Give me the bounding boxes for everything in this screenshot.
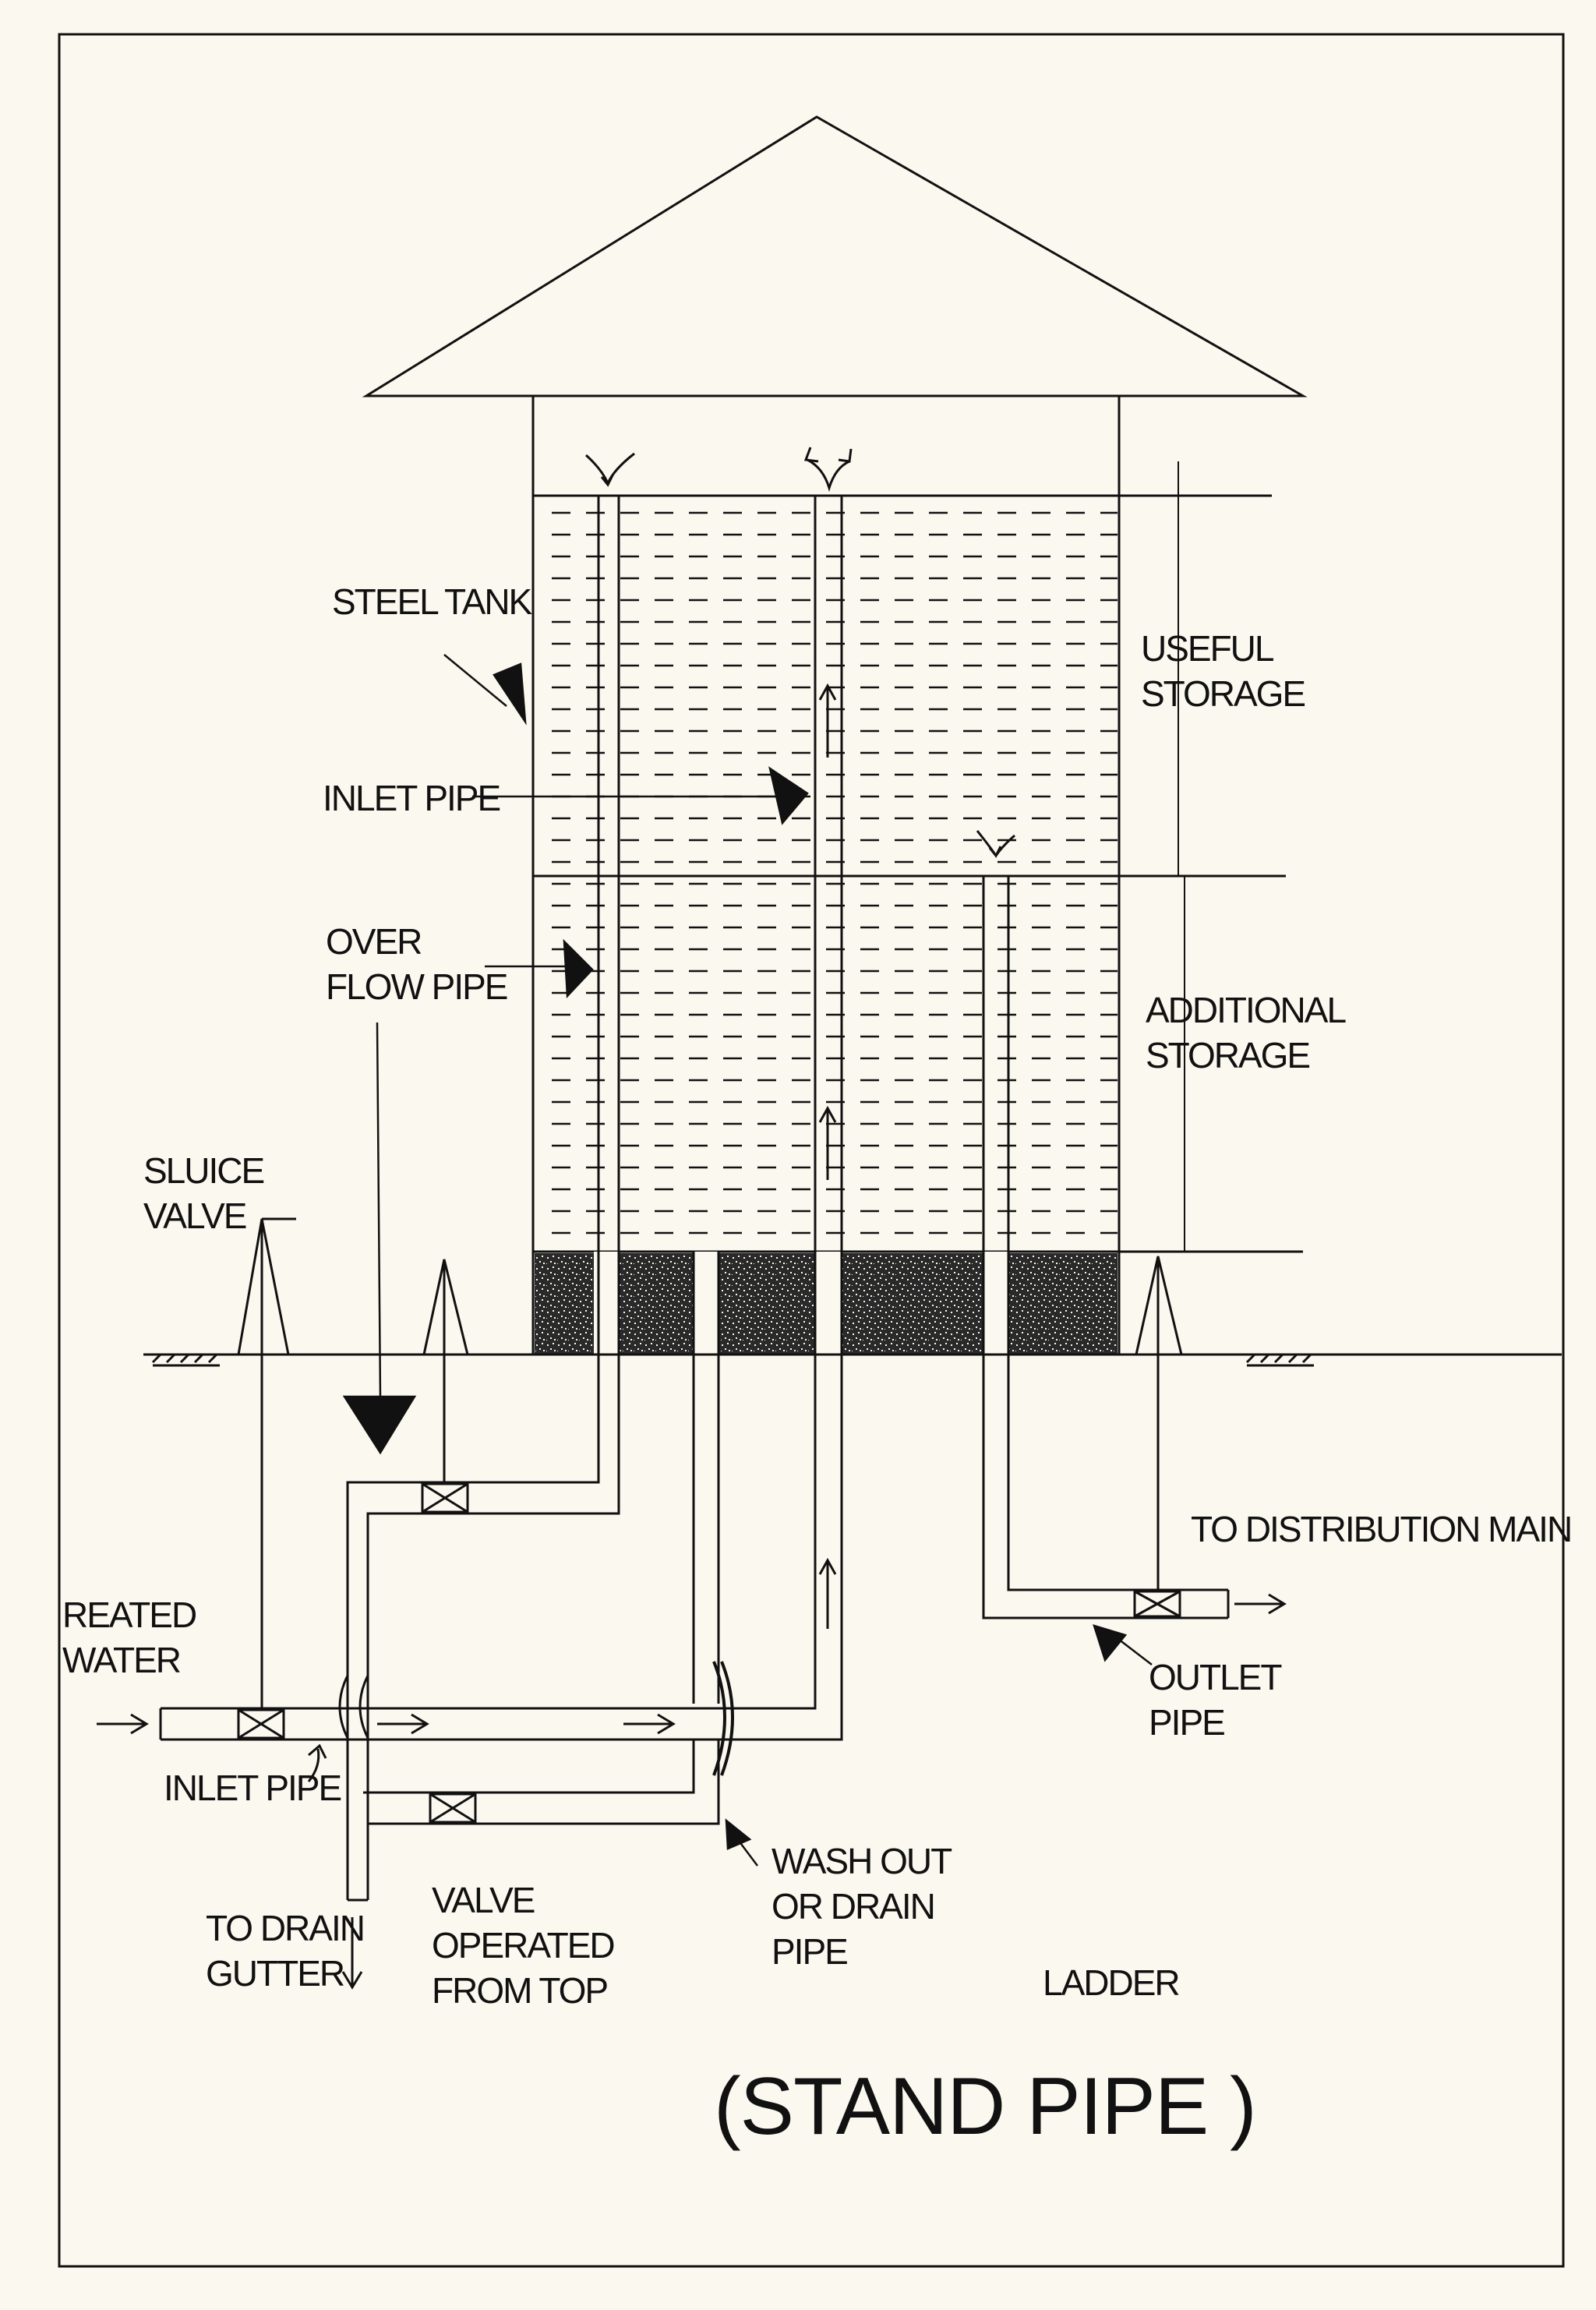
leader-inlet-pipe (472, 766, 809, 825)
flow-arrows (97, 683, 1287, 1990)
label-additional-storage-2: STORAGE (1146, 1035, 1309, 1076)
label-wash-out-1: WASH OUT (772, 1841, 952, 1881)
label-valve-operated-2: OPERATED (432, 1925, 614, 1966)
arrow-up-2 (818, 1105, 837, 1180)
arrow-inlet-2 (623, 1713, 676, 1735)
arrow-up-1 (818, 1557, 837, 1629)
label-inlet-pipe-ground: INLET PIPE (164, 1768, 341, 1808)
label-wash-out-2: OR DRAIN (772, 1886, 934, 1927)
outlet-pipe (982, 876, 1230, 1619)
label-steel-tank: STEEL TANK (332, 581, 533, 622)
washout-flex-joint (712, 1661, 734, 1776)
label-outlet-pipe-1: OUTLET (1149, 1657, 1282, 1697)
label-treated-water-2: WATER (62, 1640, 181, 1680)
arrow-up-3 (818, 683, 837, 758)
leader-outlet-pipe (1093, 1624, 1153, 1665)
inlet-pipe-channel (815, 1252, 842, 1356)
label-overflow-pipe-2: FLOW PIPE (326, 966, 507, 1007)
label-useful-storage-1: USEFUL (1141, 628, 1274, 669)
diagram-title: (STAND PIPE ) (714, 2061, 1256, 2152)
leader-lines (342, 654, 1153, 1867)
label-overflow-pipe-1: OVER (326, 921, 422, 962)
label-useful-storage-2: STORAGE (1141, 673, 1305, 714)
label-wash-out-3: PIPE (772, 1931, 847, 1972)
arrow-treated-water (97, 1713, 149, 1735)
overflow-pipe (346, 496, 620, 1902)
arrow-inlet-1 (377, 1713, 429, 1735)
outlet-pipe-channel (983, 1252, 1008, 1356)
drawing-border (58, 33, 1565, 2268)
label-outlet-pipe-2: PIPE (1149, 1702, 1224, 1743)
label-to-distribution-main: TO DISTRIBUTION MAIN (1191, 1509, 1571, 1549)
label-additional-storage-1: ADDITIONAL (1146, 990, 1346, 1030)
sluice-valve-outlet (1133, 1590, 1181, 1618)
valve-chamber-3 (1135, 1256, 1183, 1591)
leader-washout (725, 1818, 758, 1867)
label-valve-operated-1: VALVE (432, 1880, 535, 1920)
valve-chamber-1 (237, 1217, 296, 1710)
leader-overflow-down (342, 1022, 417, 1455)
overflow-pipe-bend (338, 1675, 369, 1739)
ground-hatch-left (151, 1353, 220, 1367)
pipe-top-markers (584, 447, 1015, 858)
ground-hatch-right (1245, 1353, 1314, 1367)
label-valve-operated-3: FROM TOP (432, 1970, 607, 2011)
label-treated-water-1: REATED (62, 1595, 196, 1635)
sluice-valve-washout (429, 1793, 477, 1824)
leader-steel-tank (443, 654, 527, 726)
washout-pipe-channel (694, 1252, 719, 1356)
leader-overflow-pipe (485, 938, 594, 998)
sluice-valve-inlet (237, 1708, 285, 1740)
sluice-valve-overflow (421, 1482, 469, 1514)
label-to-drain-2: GUTTER (206, 1953, 344, 1994)
tank-roof (362, 115, 1308, 397)
label-to-drain-1: TO DRAIN (206, 1908, 364, 1948)
label-sluice-valve-1: SLUICE (143, 1150, 263, 1191)
label-sluice-valve-2: VALVE (143, 1196, 246, 1236)
label-ladder: LADDER (1043, 1962, 1179, 2003)
valve-chamber-2 (422, 1259, 469, 1484)
arrow-distribution (1234, 1593, 1287, 1615)
arrow-inlet-ground (307, 1743, 327, 1782)
inlet-pipe (159, 496, 843, 1741)
label-inlet-pipe-tank: INLET PIPE (323, 778, 500, 818)
arrow-to-drain (341, 1917, 363, 1990)
washout-pipe (363, 1252, 720, 1825)
